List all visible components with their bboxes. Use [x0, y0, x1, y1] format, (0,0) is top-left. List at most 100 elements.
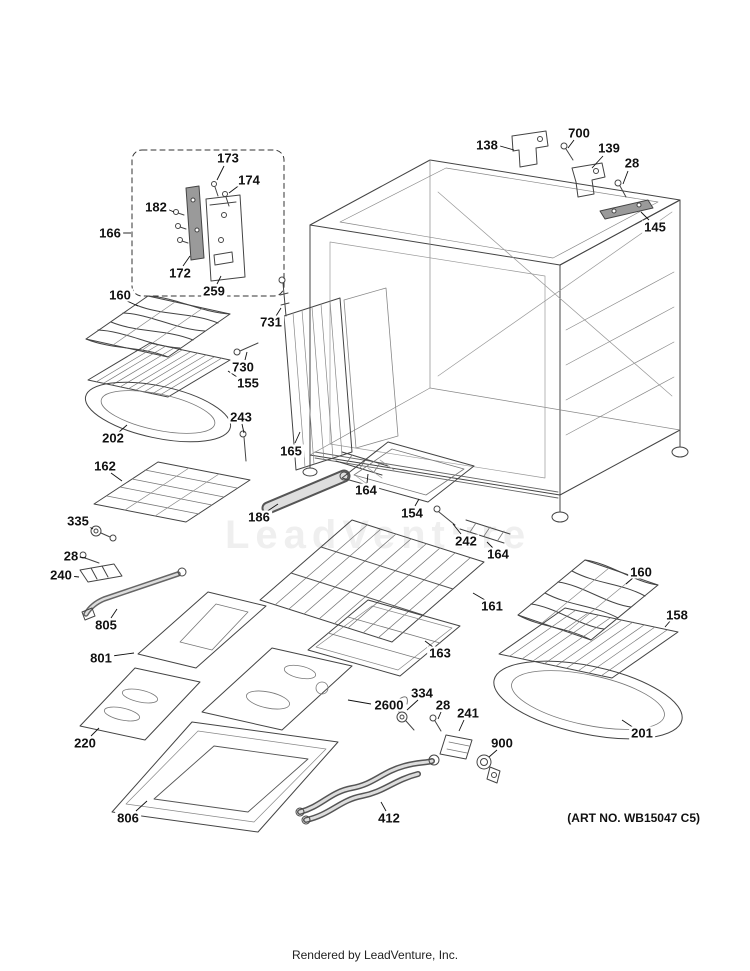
footer-credit: Rendered by LeadVenture, Inc. [291, 948, 459, 962]
part-label-900[interactable]: 900 [489, 735, 515, 751]
part-label-172[interactable]: 172 [167, 265, 193, 281]
part-label-173[interactable]: 173 [215, 150, 241, 166]
leader-line-700 [567, 139, 575, 149]
part-label-731[interactable]: 731 [258, 314, 284, 330]
part-label-220[interactable]: 220 [72, 735, 98, 751]
leader-line-220 [90, 727, 100, 737]
part-label-161[interactable]: 161 [479, 598, 505, 614]
part-label-139[interactable]: 139 [596, 140, 622, 156]
part-label-162[interactable]: 162 [92, 458, 118, 474]
leader-line-806 [135, 800, 148, 812]
leveling-feet [302, 429, 689, 523]
burner-tubes-412 [295, 754, 440, 825]
part-label-201[interactable]: 201 [629, 725, 655, 741]
leader-line-160 [126, 300, 139, 307]
leader-line-805 [110, 608, 118, 619]
rack-155 [87, 342, 231, 398]
rack-162 [93, 461, 251, 523]
panel-806 [111, 721, 339, 833]
part-label-160[interactable]: 160 [107, 287, 133, 303]
frame-panels-165 [283, 287, 399, 471]
leader-line-173 [216, 165, 225, 181]
leader-line-259 [216, 275, 222, 285]
bracket-241 [439, 734, 473, 760]
leader-line-161 [472, 592, 486, 601]
leader-line-154 [414, 498, 420, 507]
heater-145 [599, 199, 654, 220]
leader-line-139 [591, 155, 604, 169]
part-label-145[interactable]: 145 [642, 219, 668, 235]
part-label-243[interactable]: 243 [228, 409, 254, 425]
part-label-240[interactable]: 240 [48, 567, 74, 583]
gas-tube-805 [81, 567, 187, 621]
leader-line-202 [118, 424, 128, 433]
part-label-182[interactable]: 182 [143, 199, 169, 215]
part-label-801[interactable]: 801 [88, 650, 114, 666]
burner-grate-160-right [517, 559, 659, 641]
part-label-242[interactable]: 242 [453, 533, 479, 549]
leader-line-162 [110, 472, 123, 482]
roller-335 [90, 525, 117, 542]
part-label-805[interactable]: 805 [93, 617, 119, 633]
part-label-174[interactable]: 174 [236, 172, 262, 188]
leader-lines [69, 139, 672, 812]
part-label-2600[interactable]: 2600 [372, 697, 406, 713]
bracket-138 [511, 130, 549, 168]
bolt-731 [278, 276, 290, 317]
part-label-186[interactable]: 186 [246, 509, 272, 525]
part-label-700[interactable]: 700 [566, 125, 592, 141]
leader-line-164 [366, 473, 369, 484]
part-label-28[interactable]: 28 [433, 697, 453, 713]
screw-28-bottom [429, 714, 442, 732]
screw-730 [233, 342, 259, 356]
part-label-259[interactable]: 259 [201, 283, 227, 299]
part-label-202[interactable]: 202 [100, 430, 126, 446]
leader-line-172 [182, 255, 191, 267]
part-label-164[interactable]: 164 [485, 546, 511, 562]
detail-box-166 [131, 149, 285, 297]
part-label-28[interactable]: 28 [622, 155, 642, 171]
part-label-412[interactable]: 412 [376, 810, 402, 826]
leader-line-164 [486, 541, 494, 549]
leader-line-801 [111, 652, 135, 657]
part-label-155[interactable]: 155 [235, 375, 261, 391]
leader-line-28 [622, 170, 629, 185]
part-label-164[interactable]: 164 [353, 482, 379, 498]
leader-line-241 [458, 719, 465, 732]
leader-line-242 [452, 523, 462, 535]
leader-line-731 [275, 307, 282, 317]
part-label-334[interactable]: 334 [409, 685, 435, 701]
panel-2600 [201, 647, 353, 731]
strip-172 [185, 185, 205, 261]
part-label-730[interactable]: 730 [230, 359, 256, 375]
part-label-165[interactable]: 165 [278, 443, 304, 459]
leader-line-730 [244, 351, 248, 361]
part-label-138[interactable]: 138 [474, 137, 500, 153]
oven-cabinet [302, 159, 689, 523]
leader-line-28 [437, 711, 442, 720]
part-label-163[interactable]: 163 [427, 645, 453, 661]
screws-182 [173, 209, 189, 244]
part-label-166[interactable]: 166 [97, 225, 123, 241]
part-label-154[interactable]: 154 [399, 505, 425, 521]
part-label-28[interactable]: 28 [61, 548, 81, 564]
leader-line-334 [406, 699, 419, 711]
leader-line-163 [424, 640, 434, 648]
leader-line-900 [488, 749, 498, 758]
broiler-pan-202 [84, 381, 232, 443]
part-label-241[interactable]: 241 [455, 705, 481, 721]
panel-801 [137, 591, 267, 669]
part-label-158[interactable]: 158 [664, 607, 690, 623]
screw-243 [239, 430, 247, 462]
leader-line-165 [294, 431, 301, 444]
part-label-335[interactable]: 335 [65, 513, 91, 529]
leader-line-138 [499, 145, 515, 151]
part-label-806[interactable]: 806 [115, 810, 141, 826]
screw-700 [560, 142, 574, 161]
leader-line-2600 [347, 699, 372, 705]
rack-rail-164-right [459, 519, 511, 544]
part-label-160[interactable]: 160 [628, 564, 654, 580]
burner-grate-160-left [85, 295, 231, 358]
